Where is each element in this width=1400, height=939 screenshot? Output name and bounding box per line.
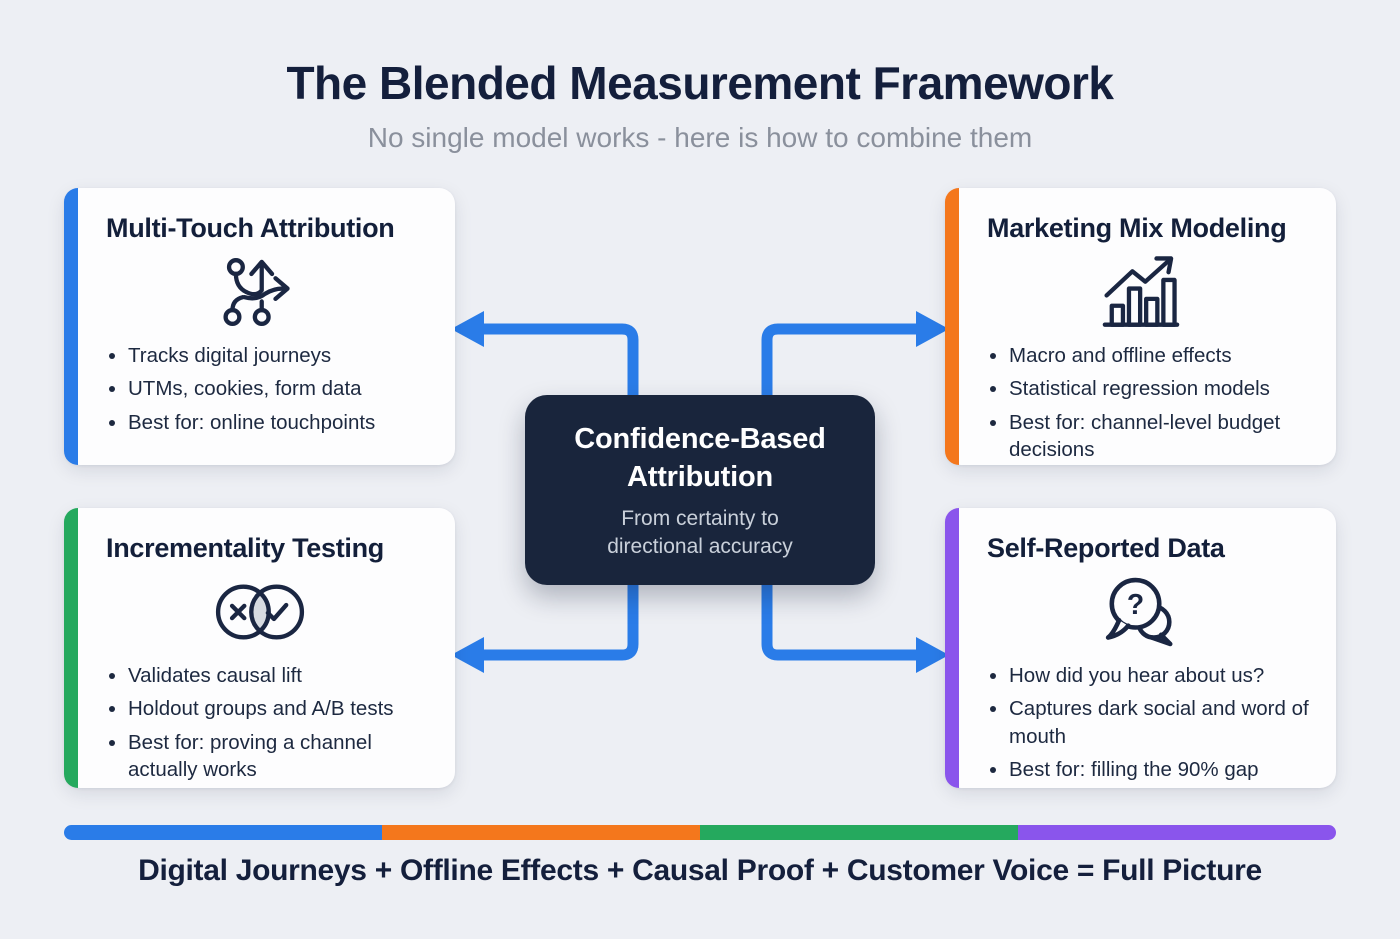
- card-accent-stripe-orange: [945, 188, 959, 465]
- arrow-to-marketing-mix: [761, 311, 949, 400]
- card-incrementality-testing: Incrementality Testing Validates causal …: [64, 508, 455, 788]
- card-bullet-list: Validates causal lift Holdout groups and…: [64, 662, 455, 783]
- bullet: Tracks digital journeys: [128, 342, 433, 369]
- footer-color-bar: [64, 825, 1336, 840]
- center-subtitle: From certainty to directional accuracy: [607, 507, 793, 558]
- card-accent-stripe-blue: [64, 188, 78, 465]
- question-bubbles-icon: ?: [945, 566, 1336, 658]
- bullet: Macro and offline effects: [1009, 342, 1314, 369]
- bullet: Holdout groups and A/B tests: [128, 695, 433, 722]
- arrow-to-self-reported: [761, 580, 949, 673]
- card-title: Marketing Mix Modeling: [987, 213, 1287, 243]
- card-accent-stripe-green: [64, 508, 78, 788]
- footer-bar-segment-orange: [382, 825, 700, 840]
- page-subtitle: No single model works - here is how to c…: [367, 122, 1033, 153]
- card-self-reported-data: Self-Reported Data ? How did you hear ab…: [945, 508, 1336, 788]
- bullet: Validates causal lift: [128, 662, 433, 689]
- page-title: The Blended Measurement Framework: [286, 57, 1114, 109]
- card-bullet-list: Macro and offline effects Statistical re…: [945, 342, 1336, 463]
- card-marketing-mix-modeling: Marketing Mix Modeling Macro and offline…: [945, 188, 1336, 465]
- card-title: Multi-Touch Attribution: [106, 213, 395, 243]
- footer-equation-text: Digital Journeys + Offline Effects + Cau…: [138, 854, 1262, 887]
- bullet: Statistical regression models: [1009, 375, 1314, 402]
- card-accent-stripe-purple: [945, 508, 959, 788]
- venn-cross-check-icon: [64, 566, 455, 658]
- footer-bar-segment-purple: [1018, 825, 1336, 840]
- bullet: Best for: proving a channel actually wor…: [128, 729, 433, 784]
- bullet: UTMs, cookies, form data: [128, 375, 433, 402]
- center-title: Confidence-Based Attribution: [574, 422, 826, 494]
- card-bullet-list: How did you hear about us? Captures dark…: [945, 662, 1336, 783]
- bar-chart-trend-icon: [945, 246, 1336, 338]
- journey-split-icon: [64, 246, 455, 338]
- center-confidence-box: Confidence-Based Attribution From certai…: [525, 395, 875, 585]
- bullet: Best for: filling the 90% gap: [1009, 756, 1314, 783]
- footer-bar-segment-blue: [64, 825, 382, 840]
- bullet: Best for: channel-level budget decisions: [1009, 409, 1314, 464]
- card-title: Self-Reported Data: [987, 533, 1225, 563]
- arrow-left-bottom-head: [451, 637, 484, 673]
- footer-bar-segment-green: [700, 825, 1018, 840]
- card-multi-touch-attribution: Multi-Touch Attribution Tracks digital j…: [64, 188, 455, 465]
- arrow-to-incrementality: [451, 580, 639, 673]
- arrow-to-multi-touch: [451, 311, 639, 400]
- question-mark-glyph: ?: [1126, 588, 1143, 620]
- bullet: Captures dark social and word of mouth: [1009, 695, 1314, 750]
- arrow-left-top-head: [451, 311, 484, 347]
- card-title: Incrementality Testing: [106, 533, 384, 563]
- bullet: How did you hear about us?: [1009, 662, 1314, 689]
- bullet: Best for: online touchpoints: [128, 409, 433, 436]
- card-bullet-list: Tracks digital journeys UTMs, cookies, f…: [64, 342, 455, 436]
